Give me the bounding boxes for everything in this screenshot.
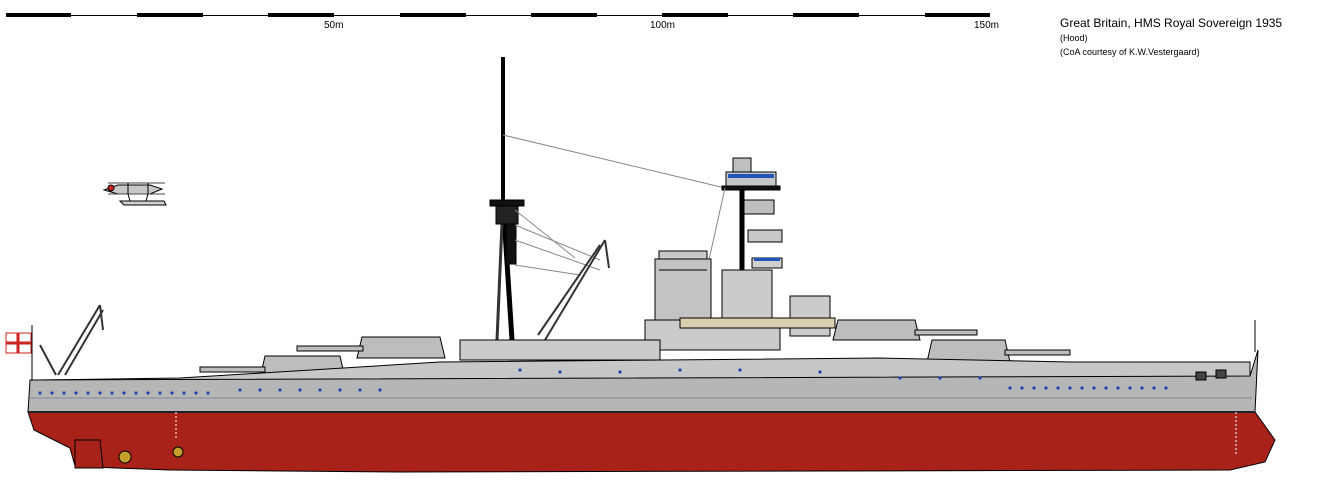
scale-bar-graphic [6, 13, 990, 17]
draft-marks [175, 412, 1237, 455]
caption-title: Great Britain, HMS Royal Sovereign 1935 [1060, 16, 1283, 30]
caption: Great Britain, HMS Royal Sovereign 1935 … [1060, 16, 1282, 59]
portholes [38, 368, 1168, 395]
funnel [654, 250, 712, 322]
caption-credit: (CoA courtesy of K.W.Vestergaard) [1060, 47, 1200, 57]
hull-lower [27, 411, 1276, 473]
superstructure [459, 269, 836, 361]
scale-label-100m: 100m [650, 20, 676, 31]
ensign-flag [5, 325, 33, 380]
seaplane [102, 182, 167, 206]
scale-label-150m: 150m [974, 20, 1000, 31]
scale-label-50m: 50m [324, 20, 344, 31]
scale-bar: 50m 100m 150m [0, 0, 1323, 40]
fore-mast [489, 57, 726, 341]
caption-subtitle: (Hood) [1060, 33, 1088, 43]
rudder-and-propellers [74, 439, 184, 469]
stern-crane [39, 304, 104, 376]
anchors [1195, 369, 1227, 381]
aft-crane [537, 239, 610, 341]
hull-upper [27, 349, 1259, 413]
